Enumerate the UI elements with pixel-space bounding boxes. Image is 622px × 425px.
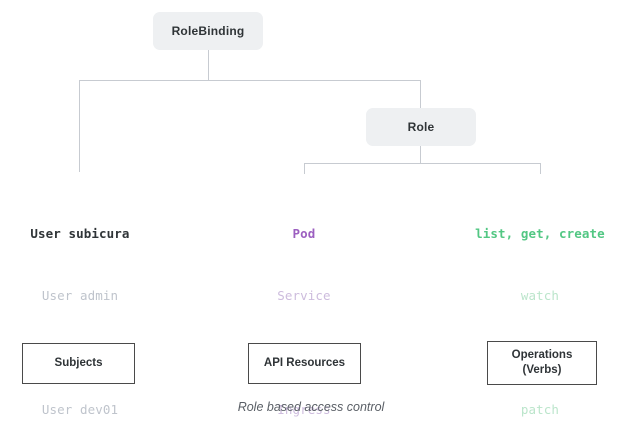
legend-subjects-label: Subjects [54,357,103,369]
connector-verbs-drop [540,163,541,174]
verbs-item: patch [520,402,560,417]
connector-resources-drop [304,163,305,174]
resources-item: Ingress [277,402,331,417]
column-verbs: list, get, create watch delete patch [460,186,620,425]
node-rolebinding-label: RoleBinding [171,24,245,38]
node-role: Role [366,108,476,146]
connector-role-drop [420,80,421,108]
verbs-item: watch [520,288,560,303]
column-api-resources: Pod Service Deployment Ingress PV Secret… [224,186,384,425]
node-role-label: Role [407,120,435,134]
connector-rolebinding-bar [79,80,421,81]
legend-operations-sublabel: (Verbs) [522,364,562,376]
resources-head: Pod [292,226,316,241]
subjects-item: User admin [41,288,119,303]
legend-box-api-resources: API Resources [248,343,361,384]
column-subjects: User subicura User admin User jenkins Us… [0,186,160,425]
node-rolebinding: RoleBinding [153,12,263,50]
diagram-caption: Role based access control [237,400,385,414]
verbs-head: list, get, create [475,226,605,241]
connector-role-bar [304,163,541,164]
legend-operations-label: Operations [511,349,573,361]
legend-api-resources-label: API Resources [263,357,346,369]
connector-subjects-drop [79,80,80,172]
subjects-head: User subicura [30,226,130,241]
connector-role-stem [420,146,421,163]
legend-box-operations: Operations (Verbs) [487,341,597,385]
resources-item: Service [277,288,331,303]
legend-box-subjects: Subjects [22,343,135,384]
connector-rolebinding-stem [208,50,209,80]
subjects-item: User dev01 [41,402,119,417]
